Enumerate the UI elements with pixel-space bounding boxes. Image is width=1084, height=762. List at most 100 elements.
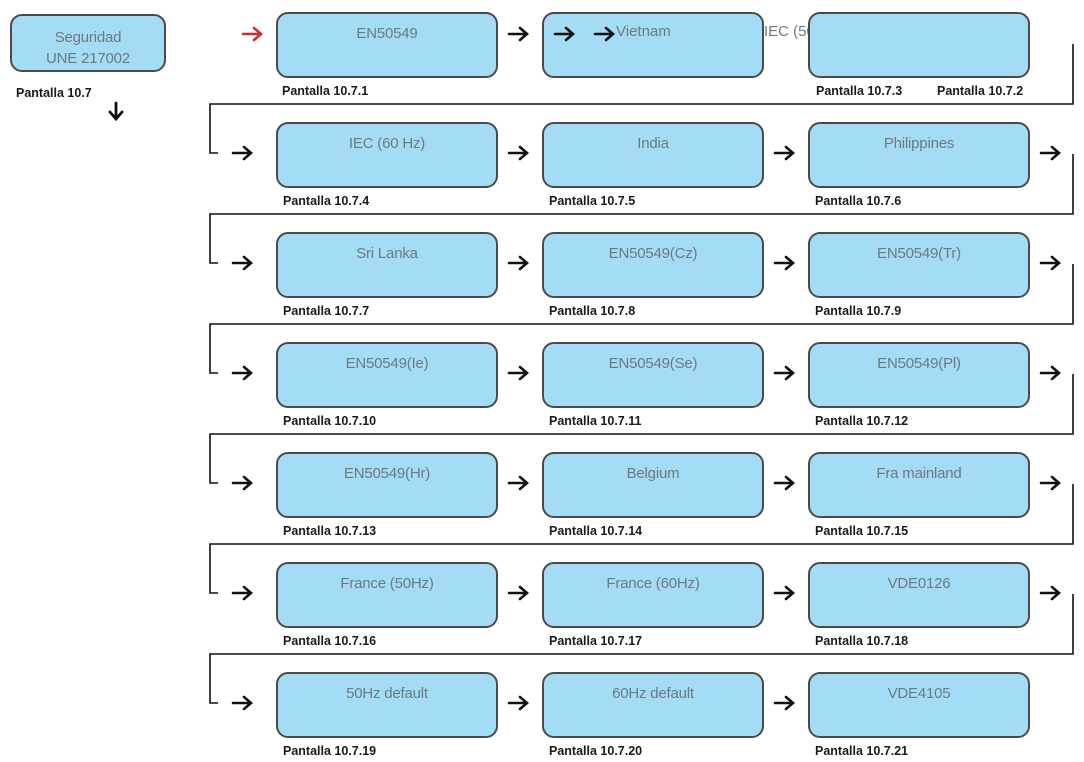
screen-caption: Pantalla 10.7.4 [283,194,370,208]
screen-caption: Pantalla 10.7.14 [549,524,643,538]
screen-label: Philippines [883,135,955,152]
arrow-right-icon [773,255,795,271]
arrow-right-icon [1039,255,1061,271]
arrow-right-icon [773,365,795,381]
screen-caption: Pantalla 10.7.7 [283,304,370,318]
screen-box[interactable]: EN50549(Pl) [808,342,1030,408]
screen-box[interactable]: 50Hz default [276,672,498,738]
screen-box[interactable]: Philippines [808,122,1030,188]
screen-box[interactable]: VDE0126 [808,562,1030,628]
arrow-down-icon [108,101,124,122]
screen-box[interactable]: EN50549(Tr) [808,232,1030,298]
arrow-right-icon [507,255,529,271]
arrow-right-icon [1039,475,1061,491]
wrap-connector [209,44,1074,154]
screen-caption: Pantalla 10.7.8 [549,304,636,318]
screen-box-en50549[interactable]: EN50549 [276,12,498,78]
arrow-right-red-icon [241,26,263,42]
screen-label: Belgium [626,465,680,482]
arrow-right-icon [231,475,253,491]
root-title-line2: UNE 217002 [46,50,130,67]
screen-caption: Pantalla 10.7.20 [549,744,643,758]
screen-caption: Pantalla 10.7.1 [282,84,369,98]
screen-box-iec-50hz[interactable] [808,12,1030,78]
screen-caption: Pantalla 10.7.16 [283,634,377,648]
arrow-right-icon [773,145,795,161]
arrow-right-icon [231,585,253,601]
screen-label: EN50549(Hr) [343,465,431,482]
screen-label: VDE4105 [887,685,951,702]
wrap-connector [209,154,1074,264]
arrow-right-icon [231,145,253,161]
screen-box[interactable]: EN50549(Se) [542,342,764,408]
screen-box[interactable]: France (60Hz) [542,562,764,628]
screen-box[interactable]: IEC (60 Hz) [276,122,498,188]
screen-label: EN50549(Pl) [877,355,961,372]
arrow-right-icon [1039,365,1061,381]
arrow-right-icon [507,695,529,711]
screen-label: EN50549 [356,25,418,42]
arrow-right-icon [231,365,253,381]
wrap-connector [209,264,1074,374]
wrap-connector [209,374,1074,484]
root-screen-box[interactable]: Seguridad UNE 217002 [10,14,166,72]
screen-caption: Pantalla 10.7.21 [815,744,909,758]
screen-label: France (50Hz) [340,575,434,592]
screen-label: India [637,135,669,152]
arrow-right-icon [507,365,529,381]
arrow-right-icon [231,695,253,711]
screen-caption: Pantalla 10.7.12 [815,414,909,428]
screen-label: 60Hz default [612,685,694,702]
screen-label: EN50549(Tr) [877,245,961,262]
screen-caption: Pantalla 10.7.17 [549,634,643,648]
arrow-right-icon [507,585,529,601]
screen-box-vietnam[interactable] [542,12,764,78]
screen-box[interactable]: Belgium [542,452,764,518]
wrap-connector [209,594,1074,704]
screen-label: Sri Lanka [356,245,418,262]
arrow-right-icon [507,145,529,161]
screen-label: 50Hz default [346,685,428,702]
screen-box[interactable]: France (50Hz) [276,562,498,628]
screen-caption: Pantalla 10.7.2 [937,84,1024,98]
screen-caption: Pantalla 10.7.10 [283,414,377,428]
screen-box[interactable]: EN50549(Ie) [276,342,498,408]
screen-box[interactable]: India [542,122,764,188]
arrow-right-icon [507,475,529,491]
screen-label: EN50549(Se) [608,355,698,372]
wrap-connector [209,484,1074,594]
root-title-line1: Seguridad [54,29,122,46]
screen-label: EN50549(Cz) [608,245,698,262]
screen-label-vietnam: Vietnam [616,23,671,40]
screen-caption: Pantalla 10.7.18 [815,634,909,648]
screen-caption: Pantalla 10.7.3 [816,84,903,98]
screen-caption: Pantalla 10.7.19 [283,744,377,758]
screen-caption: Pantalla 10.7.6 [815,194,902,208]
arrow-right-icon [593,26,615,42]
screen-box[interactable]: EN50549(Hr) [276,452,498,518]
arrow-right-icon [553,26,575,42]
screen-box[interactable]: Sri Lanka [276,232,498,298]
arrow-right-icon [773,695,795,711]
screen-box[interactable]: VDE4105 [808,672,1030,738]
screen-box[interactable]: EN50549(Cz) [542,232,764,298]
arrow-right-icon [773,585,795,601]
screen-caption: Pantalla 10.7.15 [815,524,909,538]
screen-label: Fra mainland [876,465,962,482]
screen-box[interactable]: Fra mainland [808,452,1030,518]
screen-label: France (60Hz) [606,575,700,592]
arrow-right-icon [1039,145,1061,161]
arrow-right-icon [773,475,795,491]
screen-caption: Pantalla 10.7.5 [549,194,636,208]
screen-label: EN50549(Ie) [345,355,429,372]
screen-label: IEC (60 Hz) [348,135,426,152]
screen-caption: Pantalla 10.7.13 [283,524,377,538]
arrow-right-icon [507,26,529,42]
screen-box[interactable]: 60Hz default [542,672,764,738]
arrow-right-icon [1039,585,1061,601]
screen-caption: Pantalla 10.7.11 [549,414,642,428]
screen-caption: Pantalla 10.7.9 [815,304,902,318]
screen-label: VDE0126 [887,575,951,592]
root-caption: Pantalla 10.7 [16,86,92,100]
